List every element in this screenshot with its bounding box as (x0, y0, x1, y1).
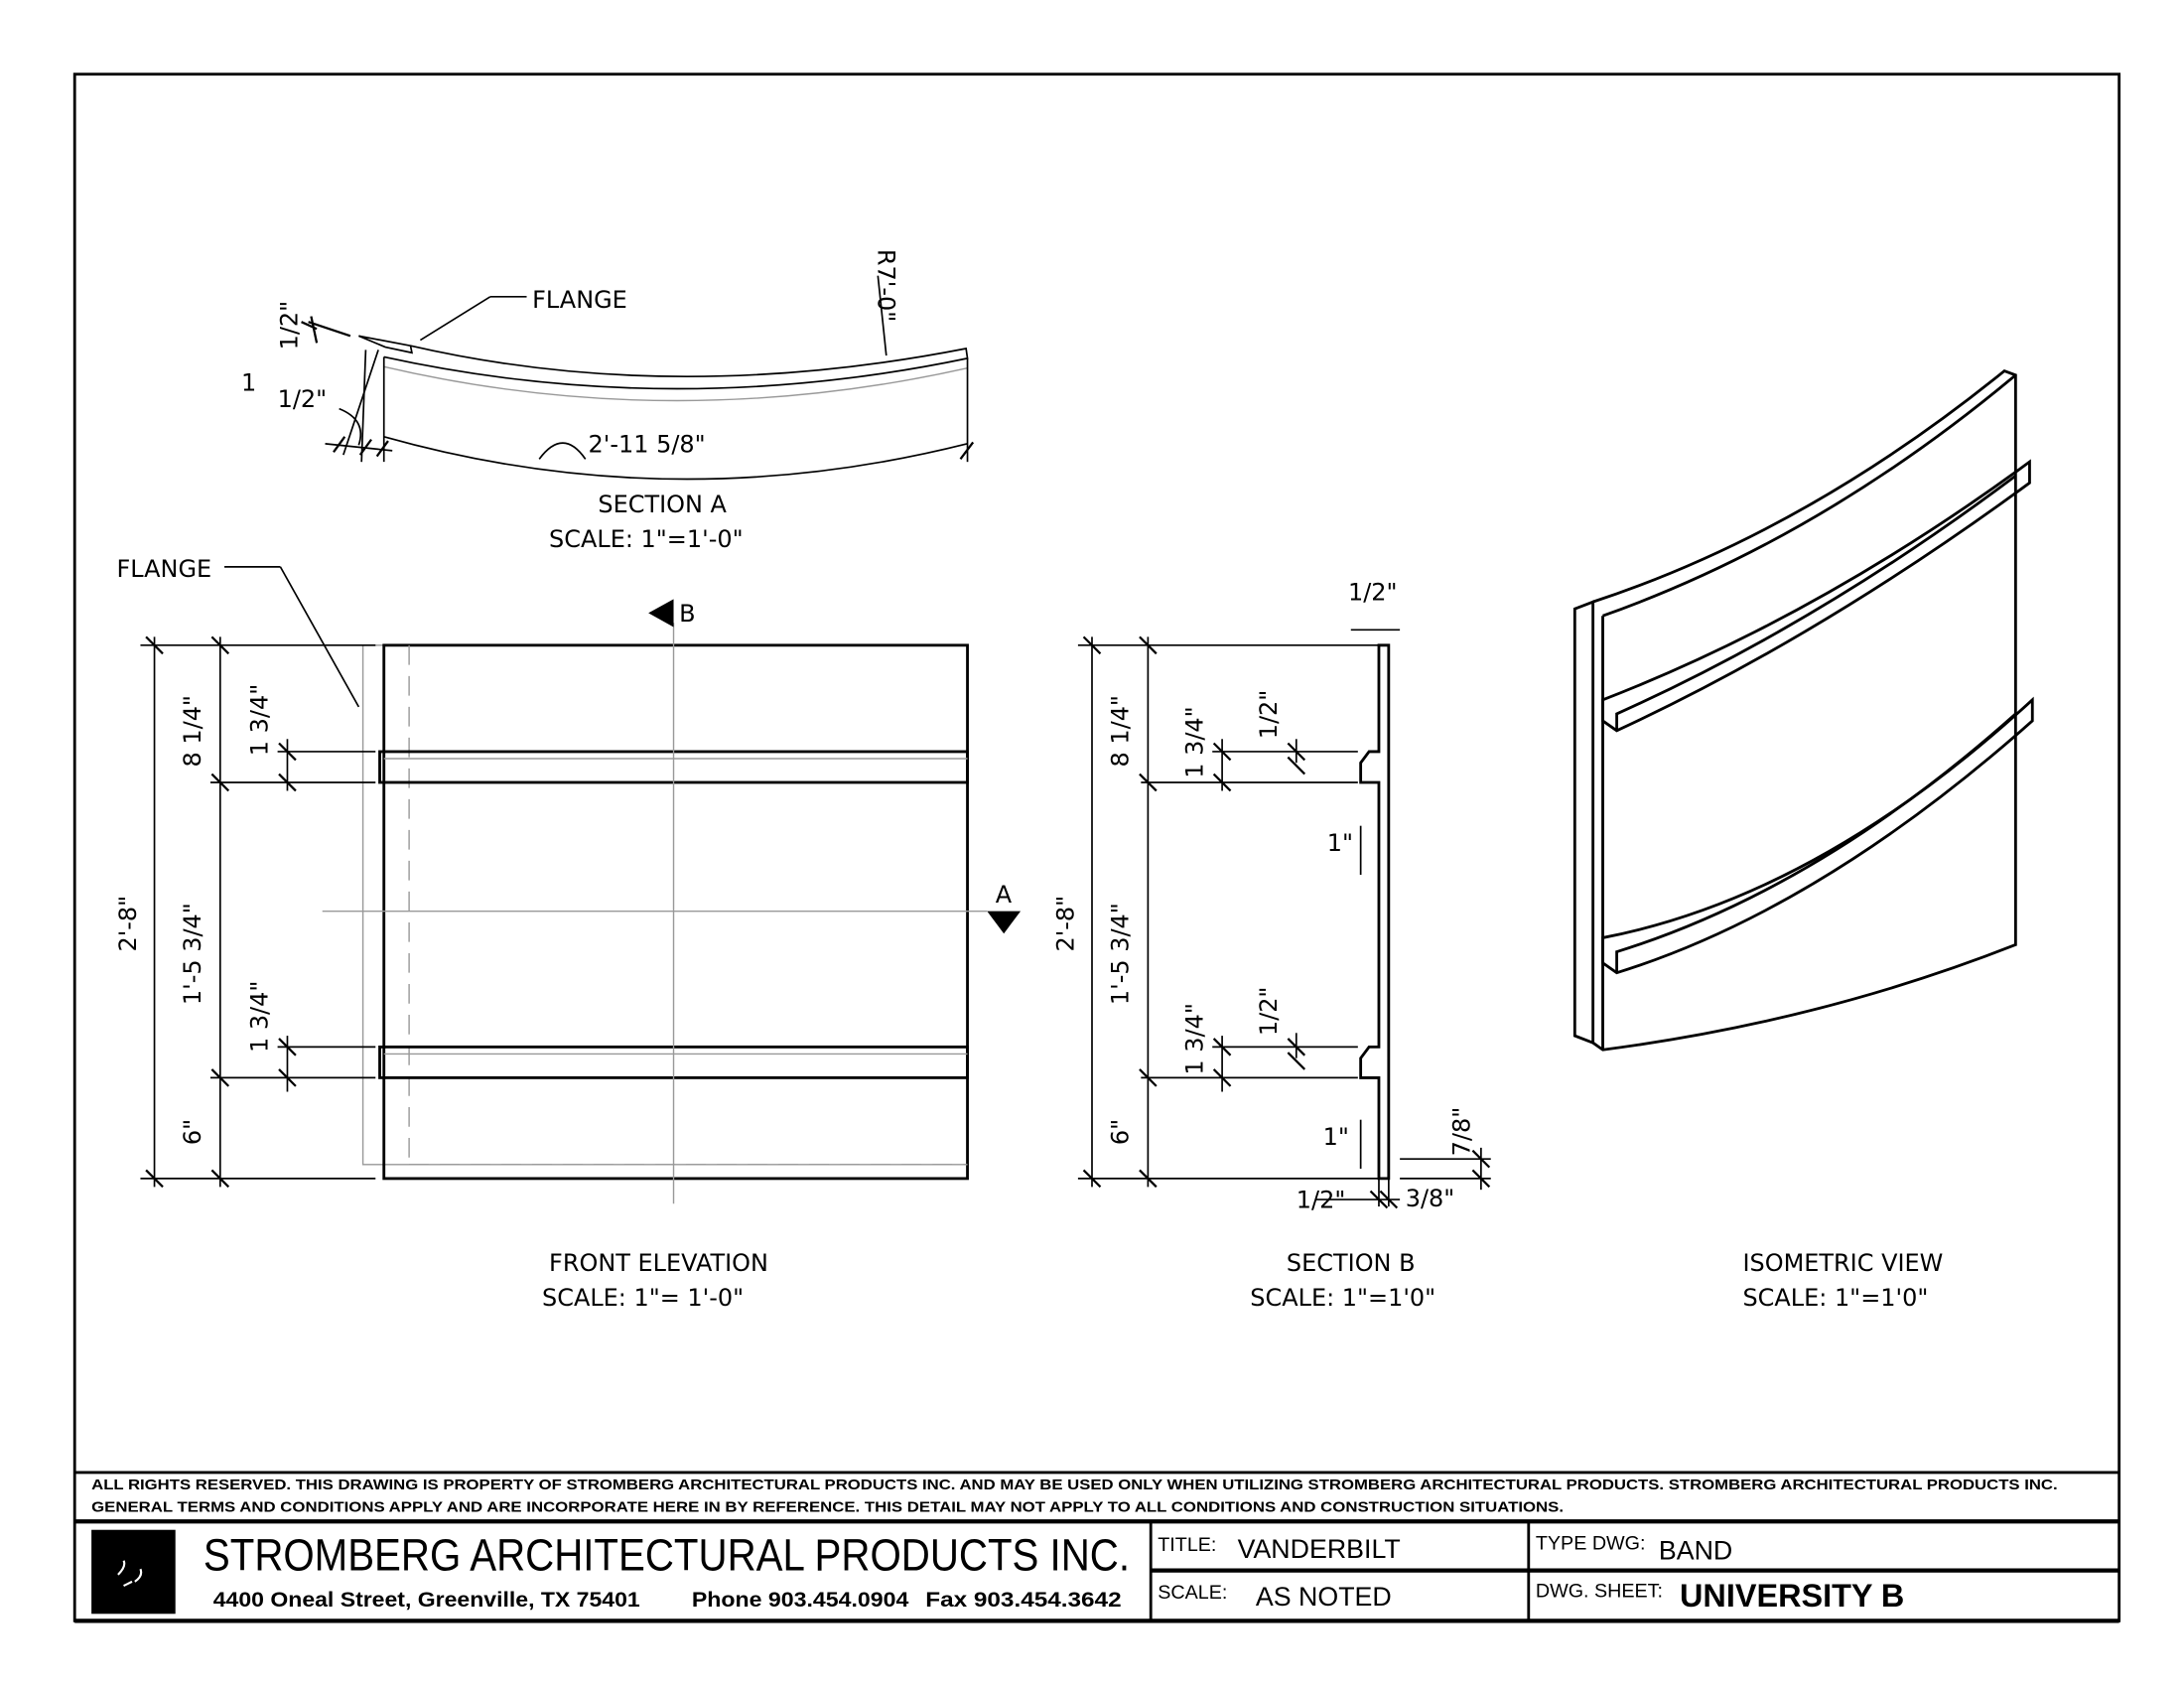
section-a: FLANGE R7'-0" 1/2" 1 1/2" 2'-11 5/8" SEC… (241, 249, 975, 553)
bottom-dim: 6" (1107, 1119, 1135, 1145)
scale-label: SCALE: (1158, 1582, 1227, 1604)
half-bottom-dim: 1/2" (1297, 1187, 1346, 1214)
band-top-dim: 1 3/4" (246, 684, 274, 756)
band-top-dim: 1 3/4" (1180, 706, 1208, 777)
title-label: TITLE: (1158, 1534, 1216, 1556)
flange-label: FLANGE (116, 555, 211, 583)
company-address: 4400 Oneal Street, Greenville, TX 75401 (213, 1589, 640, 1612)
band-bottom-dim: 1 3/4" (246, 981, 274, 1053)
disclaimer-line-1: ALL RIGHTS RESERVED. THIS DRAWING IS PRO… (91, 1477, 2058, 1493)
section-b-profile (1359, 643, 1391, 1181)
projection-top-dim: 1/2" (1255, 690, 1283, 740)
flange-profile (358, 335, 414, 354)
band-bottom-dim: 1 3/4" (1180, 1003, 1208, 1074)
one-half-dim-fraction: 1/2" (278, 385, 328, 413)
isometric-title: ISOMETRIC VIEW (1742, 1249, 1943, 1277)
arc-length-label: 2'-11 5/8" (589, 430, 706, 458)
isometric-view: ISOMETRIC VIEW SCALE: 1"=1'0" (1572, 368, 2034, 1312)
top-dim: 8 1/4" (1107, 695, 1135, 767)
overall-height-dim: 2'-8" (1052, 896, 1080, 952)
one-inch-bottom-dim: 1" (1323, 1123, 1349, 1151)
section-b-marker-icon (648, 599, 674, 628)
company-fax: Fax 903.454.3642 (925, 1589, 1121, 1612)
section-a-title: SECTION A (598, 491, 727, 518)
seven-eighths-dim: 7/8" (1448, 1107, 1476, 1157)
section-a-arc-dim (383, 435, 968, 481)
mid-dim: 1'-5 3/4" (1107, 903, 1135, 1005)
top-dim: 8 1/4" (179, 695, 206, 767)
marker-b-label: B (679, 600, 695, 628)
company-phone: Phone 903.454.0904 (692, 1589, 909, 1612)
three-eighths-dim: 3/8" (1406, 1185, 1455, 1212)
section-b-scale: SCALE: 1"=1'0" (1250, 1284, 1435, 1312)
isometric-scale: SCALE: 1"=1'0" (1742, 1284, 1928, 1312)
dwg-sheet-value: UNIVERSITY B (1680, 1578, 1904, 1614)
marker-a-label: A (996, 881, 1013, 909)
section-a-marker-icon (987, 911, 1022, 934)
type-dwg-label: TYPE DWG: (1536, 1532, 1646, 1554)
arc-symbol-icon (538, 442, 587, 460)
radius-label: R7'-0" (872, 249, 899, 322)
scale-value: AS NOTED (1256, 1582, 1392, 1612)
mid-dim: 1'-5 3/4" (179, 903, 206, 1005)
section-b: 1/2" 2'-8" 8 1/4" 1'-5 3/4" 6" 1 3/4" 1 … (1052, 579, 1491, 1312)
company-logo (91, 1529, 176, 1615)
bottom-dim: 6" (179, 1119, 206, 1145)
section-a-inner-line (383, 365, 968, 402)
section-a-scale: SCALE: 1"=1'-0" (549, 525, 744, 553)
front-elevation-scale: SCALE: 1"= 1'-0" (542, 1284, 744, 1312)
overall-height-dim: 2'-8" (114, 896, 142, 952)
dwg-sheet-label: DWG. SHEET: (1536, 1580, 1663, 1602)
sheet-border (72, 72, 2121, 1622)
company-name: STROMBERG ARCHITECTURAL PRODUCTS INC. (204, 1530, 1130, 1581)
one-inch-top-dim: 1" (1327, 829, 1353, 857)
one-half-dim-whole: 1 (241, 368, 256, 396)
disclaimer-line-2: GENERAL TERMS AND CONDITIONS APPLY AND A… (91, 1499, 1564, 1515)
front-elevation: B A FLANGE 2'-8" 8 1/4" 1'-5 3/4" 6" 1 3… (114, 555, 1022, 1312)
top-half-dim: 1/2" (1348, 579, 1398, 607)
section-a-shell (383, 345, 969, 390)
type-dwg-value: BAND (1659, 1535, 1732, 1565)
title-value: VANDERBILT (1238, 1534, 1401, 1564)
half-inch-dim: 1/2" (275, 301, 303, 351)
section-b-title: SECTION B (1287, 1249, 1416, 1277)
flange-label: FLANGE (532, 286, 627, 314)
projection-bottom-dim: 1/2" (1255, 987, 1283, 1037)
front-elevation-title: FRONT ELEVATION (549, 1249, 768, 1277)
